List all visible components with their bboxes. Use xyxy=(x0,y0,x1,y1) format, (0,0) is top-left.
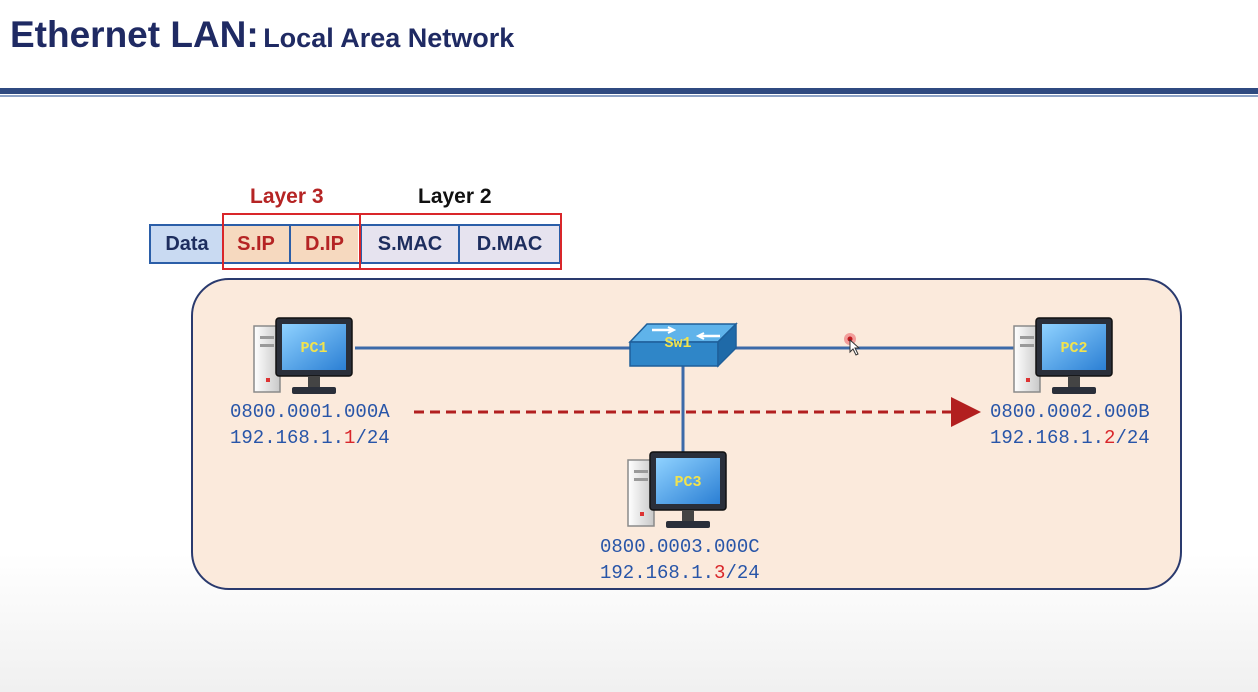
pc2-mac: 0800.0002.000B xyxy=(990,401,1150,423)
pc3-computer-icon: PC3 xyxy=(627,451,727,528)
title-main: Ethernet LAN: xyxy=(10,14,259,55)
mouse-pointer-icon xyxy=(844,333,861,356)
layer2-outline xyxy=(359,213,562,270)
pc2-ip: 192.168.1.2/24 xyxy=(990,427,1150,449)
field-source-mac: S.MAC xyxy=(360,226,460,262)
slide-title: Ethernet LAN: Local Area Network xyxy=(10,14,514,56)
pc1-mac: 0800.0001.000A xyxy=(230,401,390,423)
pc2-addresses: 0800.0002.000B 192.168.1.2/24 xyxy=(990,399,1150,451)
pc3-addresses: 0800.0003.000C 192.168.1.3/24 xyxy=(600,534,760,586)
pc1-addresses: 0800.0001.000A 192.168.1.1/24 xyxy=(230,399,390,451)
frame-ip-section: S.IP D.IP xyxy=(223,224,360,264)
layer2-label: Layer 2 xyxy=(418,185,492,208)
field-source-ip: S.IP xyxy=(223,226,291,262)
pc3-ip: 192.168.1.3/24 xyxy=(600,562,760,584)
title-divider xyxy=(0,88,1258,94)
frame-data-section: Data xyxy=(149,224,223,264)
pc2-label: PC2 xyxy=(1060,340,1087,357)
pc3-mac: 0800.0003.000C xyxy=(600,536,760,558)
pc1-computer-icon: PC1 xyxy=(253,317,353,394)
pc2-computer-icon: PC2 xyxy=(1013,317,1113,394)
switch-label: Sw1 xyxy=(664,335,691,352)
switch-icon: Sw1 xyxy=(628,322,738,368)
field-data: Data xyxy=(151,226,223,262)
layer3-label: Layer 3 xyxy=(250,185,324,208)
title-divider-highlight xyxy=(0,95,1258,97)
pc3-label: PC3 xyxy=(674,474,701,491)
pc1-ip: 192.168.1.1/24 xyxy=(230,427,390,449)
frame-mac-section: S.MAC D.MAC xyxy=(360,224,561,264)
field-destination-mac: D.MAC xyxy=(460,226,559,262)
title-sub: Local Area Network xyxy=(263,23,515,53)
field-destination-ip: D.IP xyxy=(291,226,358,262)
pc1-label: PC1 xyxy=(300,340,327,357)
